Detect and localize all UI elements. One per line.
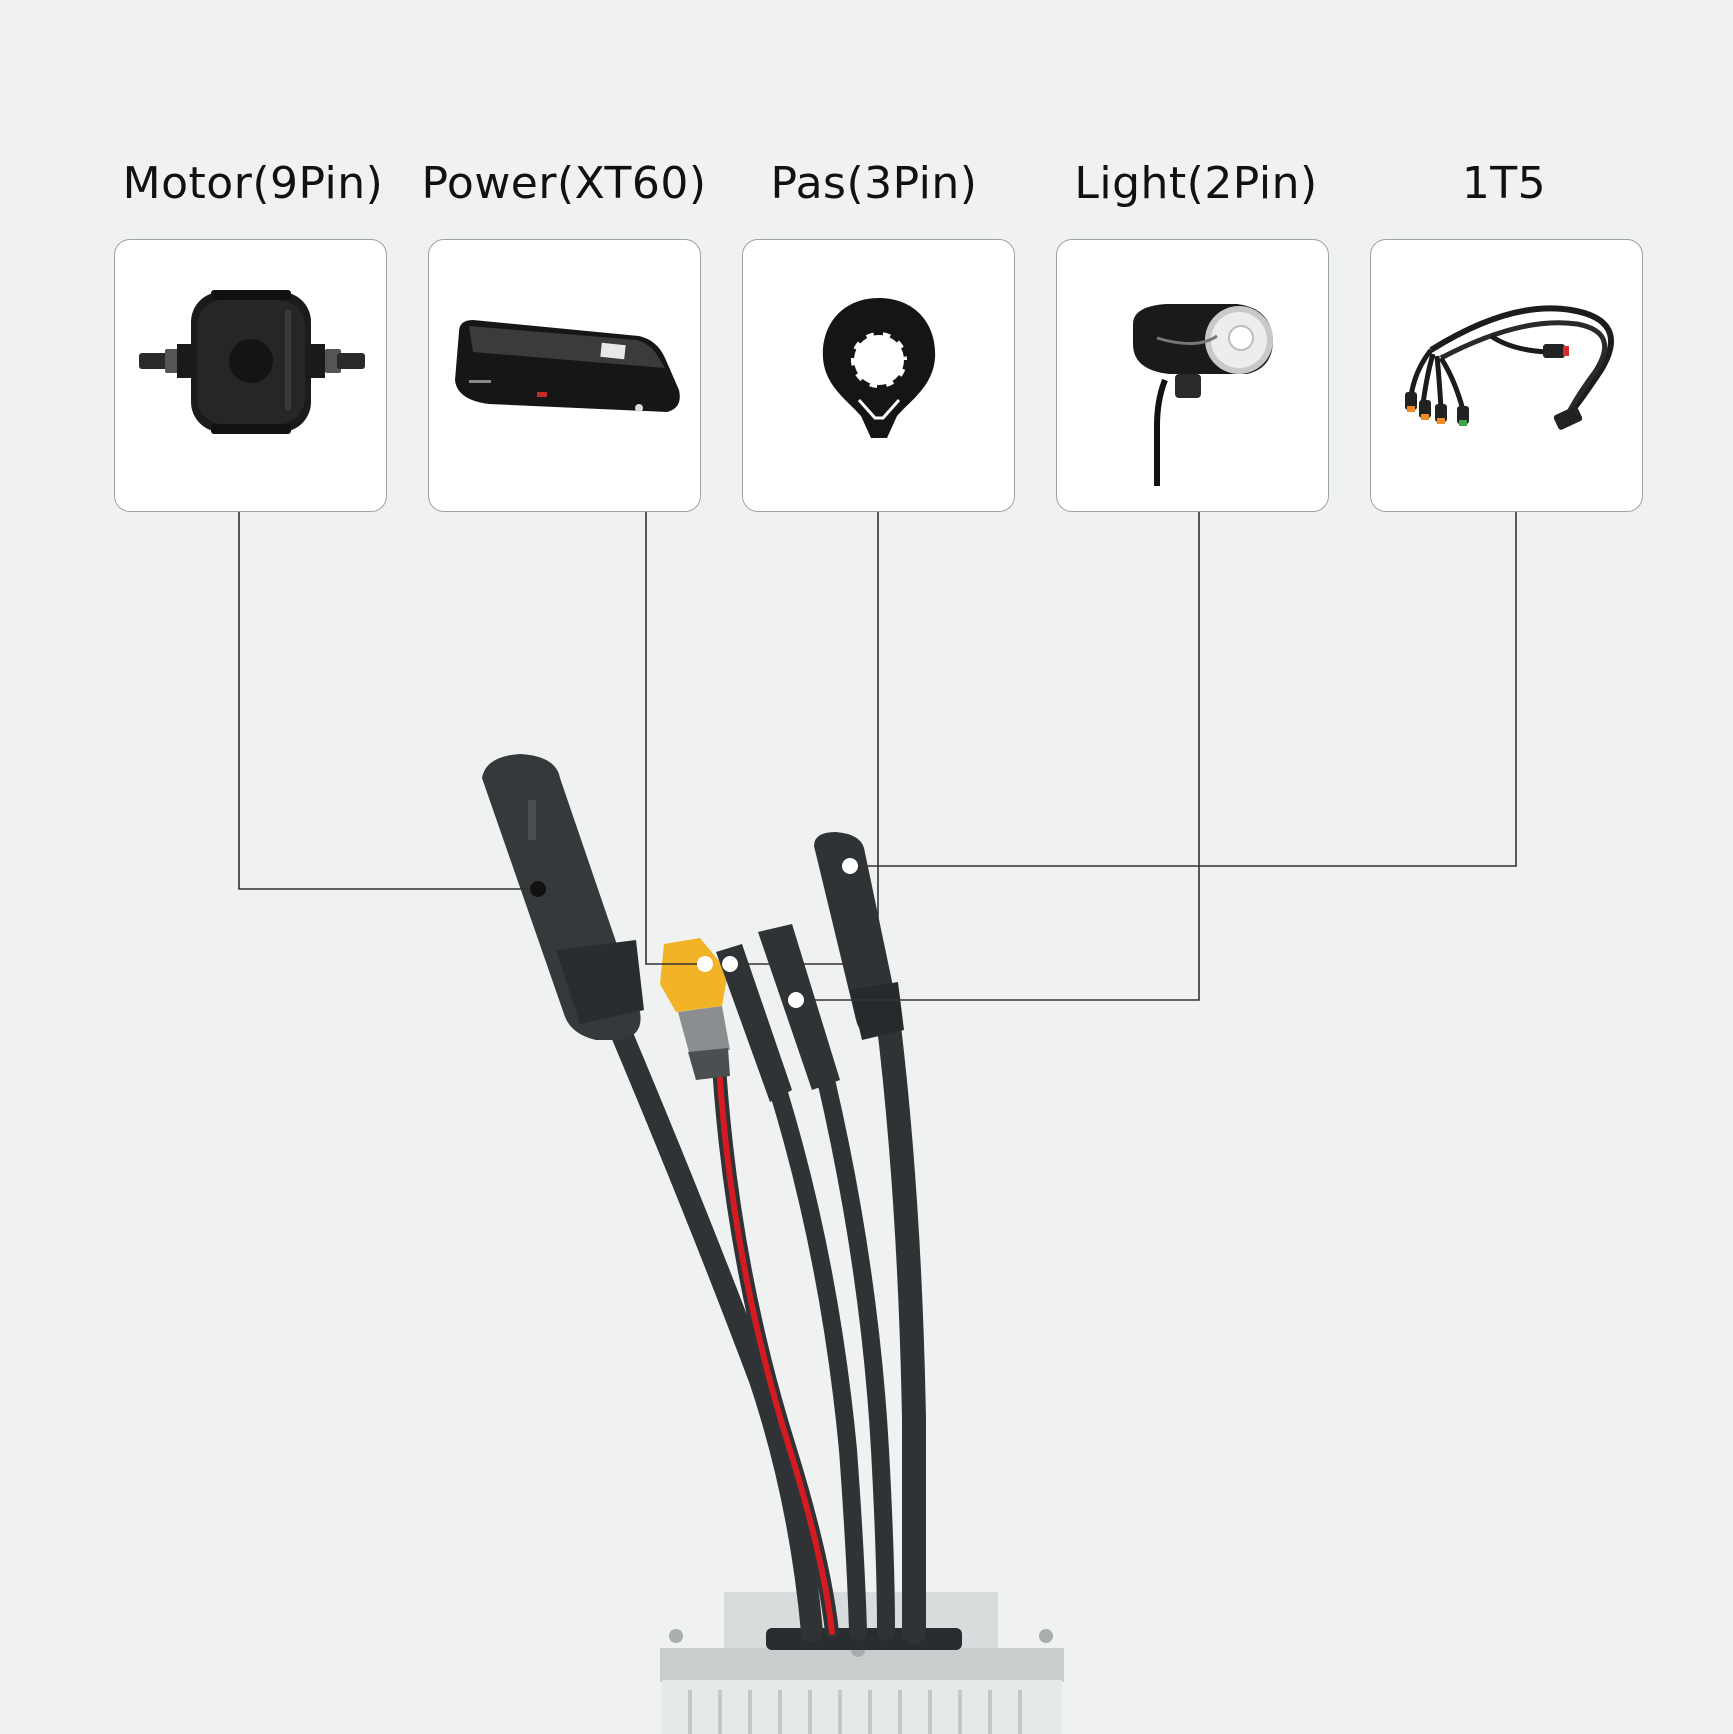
cable-bundle xyxy=(609,1006,927,1644)
xt60-connector xyxy=(660,938,730,1080)
leader-pas xyxy=(730,512,879,965)
cable-harness-icon xyxy=(1405,305,1614,430)
controller-box xyxy=(660,1592,1064,1734)
dot-power xyxy=(697,956,713,972)
leader-1t5 xyxy=(850,512,1517,867)
hub-motor-icon xyxy=(139,290,365,434)
leader-motor xyxy=(238,512,538,890)
leader-power xyxy=(645,512,705,965)
card-motor xyxy=(114,239,387,512)
dot-pas xyxy=(722,956,738,972)
card-power xyxy=(428,239,701,512)
dot-1t5 xyxy=(842,858,858,874)
label-1t5: 1T5 xyxy=(1461,158,1547,209)
dot-motor xyxy=(530,881,546,897)
label-pas: Pas(3Pin) xyxy=(770,158,978,209)
card-1t5 xyxy=(1370,239,1643,512)
card-pas xyxy=(742,239,1015,512)
leader-light xyxy=(796,512,1200,1001)
light-connector xyxy=(758,924,840,1090)
headlight-icon xyxy=(1133,304,1273,486)
battery-icon xyxy=(455,320,680,412)
label-light: Light(2Pin) xyxy=(1074,158,1318,209)
label-motor: Motor(9Pin) xyxy=(122,158,384,209)
card-light xyxy=(1056,239,1329,512)
pas-sensor-icon xyxy=(822,298,936,438)
motor-connector xyxy=(482,754,644,1040)
dot-light xyxy=(788,992,804,1008)
1t5-connector xyxy=(814,832,904,1040)
pas-connector xyxy=(716,944,792,1102)
label-power: Power(XT60) xyxy=(421,158,707,209)
